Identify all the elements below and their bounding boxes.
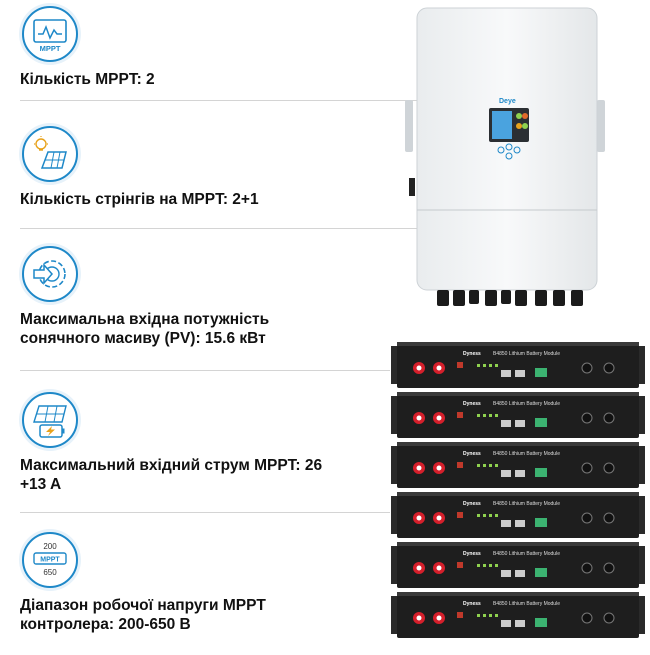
battery-model: B4850 Lithium Battery Module: [493, 501, 560, 507]
battery-module: Dyness B4850 Lithium Battery Module: [391, 442, 645, 488]
inverter-brand: Deye: [499, 98, 516, 105]
feature-max-pv-power: Максимальна вхідна потужність сонячного …: [20, 246, 340, 348]
battery-brand: Dyness: [463, 451, 481, 457]
feature-text: Діапазон робочої напруги MPPT контролера…: [20, 597, 266, 633]
divider: [20, 228, 420, 229]
mppt-badge: MPPT: [40, 44, 61, 53]
divider: [20, 370, 390, 371]
battery-module: Dyness B4850 Lithium Battery Module: [391, 342, 645, 388]
feature-text: Максимальний вхідний струм MPPT: 26 +13 …: [20, 457, 323, 493]
inverter: Deye: [405, 7, 605, 306]
battery-module: Dyness B4850 Lithium Battery Module: [391, 492, 645, 538]
voltage-range-icon: 200 MPPT 650: [22, 532, 78, 588]
battery-model: B4850 Lithium Battery Module: [493, 351, 560, 357]
battery-model: B4850 Lithium Battery Module: [493, 601, 560, 607]
feature-mppt-count: MPPT Кількість MPPT: 2: [20, 6, 340, 89]
battery-brand: Dyness: [463, 351, 481, 357]
divider: [20, 512, 390, 513]
battery-brand: Dyness: [463, 401, 481, 407]
feature-text: Максимальна вхідна потужність сонячного …: [20, 311, 270, 347]
range-top-label: 200: [43, 542, 57, 551]
battery-module: Dyness B4850 Lithium Battery Module: [391, 592, 645, 638]
battery-model: B4850 Lithium Battery Module: [493, 401, 560, 407]
battery-brand: Dyness: [463, 501, 481, 507]
range-bottom-label: 650: [43, 568, 57, 577]
power-gear-arrow-icon: [22, 246, 78, 302]
battery-module: Dyness B4850 Lithium Battery Module: [391, 542, 645, 588]
feature-max-input-current: Максимальний вхідний струм MPPT: 26 +13 …: [20, 392, 340, 494]
solar-panel-battery-icon: [22, 392, 78, 448]
feature-text: Кількість MPPT: 2: [20, 71, 155, 88]
feature-string-count: Кількість стрінгів на MPPT: 2+1: [20, 126, 340, 209]
feature-text: Кількість стрінгів на MPPT: 2+1: [20, 191, 259, 208]
range-mid-label: MPPT: [40, 557, 60, 564]
battery-module: Dyness B4850 Lithium Battery Module: [391, 392, 645, 438]
feature-mppt-voltage-range: 200 MPPT 650 Діапазон робочої напруги MP…: [20, 532, 340, 634]
divider: [20, 100, 420, 101]
battery-brand: Dyness: [463, 551, 481, 557]
battery-model: B4850 Lithium Battery Module: [493, 551, 560, 557]
battery-model: B4850 Lithium Battery Module: [493, 451, 560, 457]
battery-brand: Dyness: [463, 601, 481, 607]
solar-panel-bulb-icon: [22, 126, 78, 182]
mppt-chart-icon: MPPT: [22, 6, 78, 62]
